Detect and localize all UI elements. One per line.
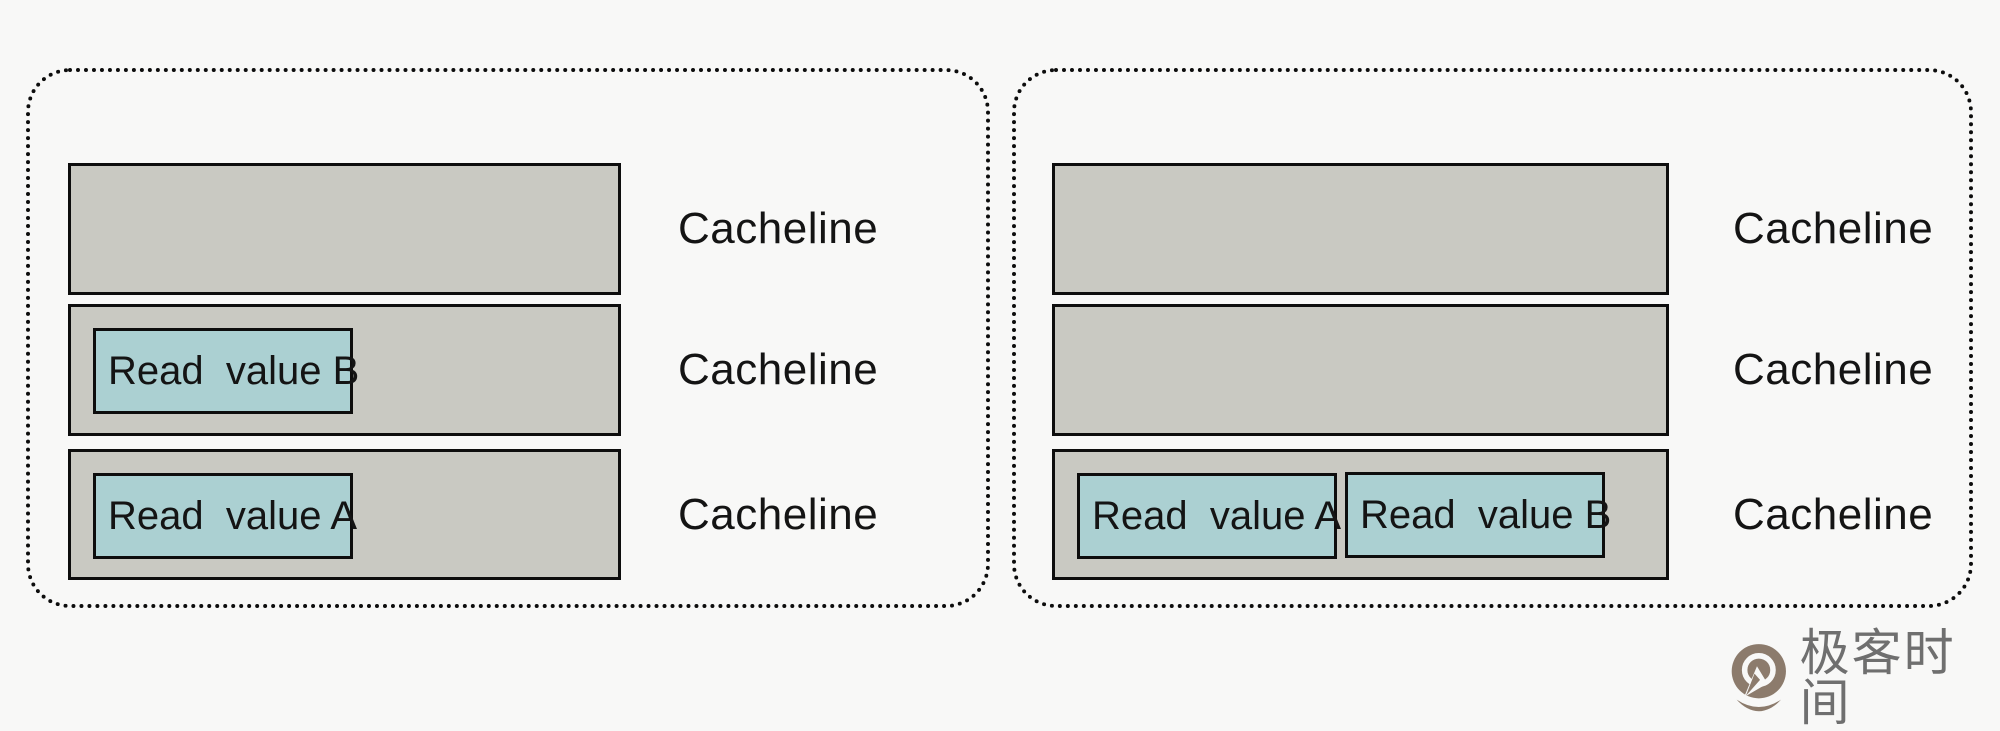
read-value-box: Read value A <box>93 473 357 559</box>
geektime-logo: 极客时间 <box>1728 628 2000 728</box>
cacheline-label: Cacheline <box>678 345 879 394</box>
cacheline-box <box>68 163 621 295</box>
cacheline-box <box>1052 304 1669 436</box>
cacheline-label: Cacheline <box>1733 204 1934 253</box>
cacheline-box: Read value A Read value B <box>1052 449 1669 580</box>
cacheline-label: Cacheline <box>1733 489 1934 539</box>
read-value-box: Read value B <box>1345 472 1611 558</box>
cacheline-label: Cacheline <box>678 204 879 253</box>
cache-group-right: Cacheline Cacheline Read value A Read va… <box>1012 68 1973 608</box>
read-value-box: Read value B <box>93 328 359 414</box>
cache-group-left: Cacheline Read value B Cacheline Read va… <box>26 68 990 608</box>
cacheline-label: Cacheline <box>678 489 879 539</box>
geektime-logo-text: 极客时间 <box>1799 625 1956 731</box>
geektime-logo-icon <box>1731 644 1786 712</box>
read-value-box: Read value A <box>1077 473 1341 559</box>
cacheline-box <box>1052 163 1669 295</box>
cacheline-label: Cacheline <box>1733 345 1934 394</box>
cacheline-box: Read value B <box>68 304 621 436</box>
cacheline-box: Read value A <box>68 449 621 580</box>
